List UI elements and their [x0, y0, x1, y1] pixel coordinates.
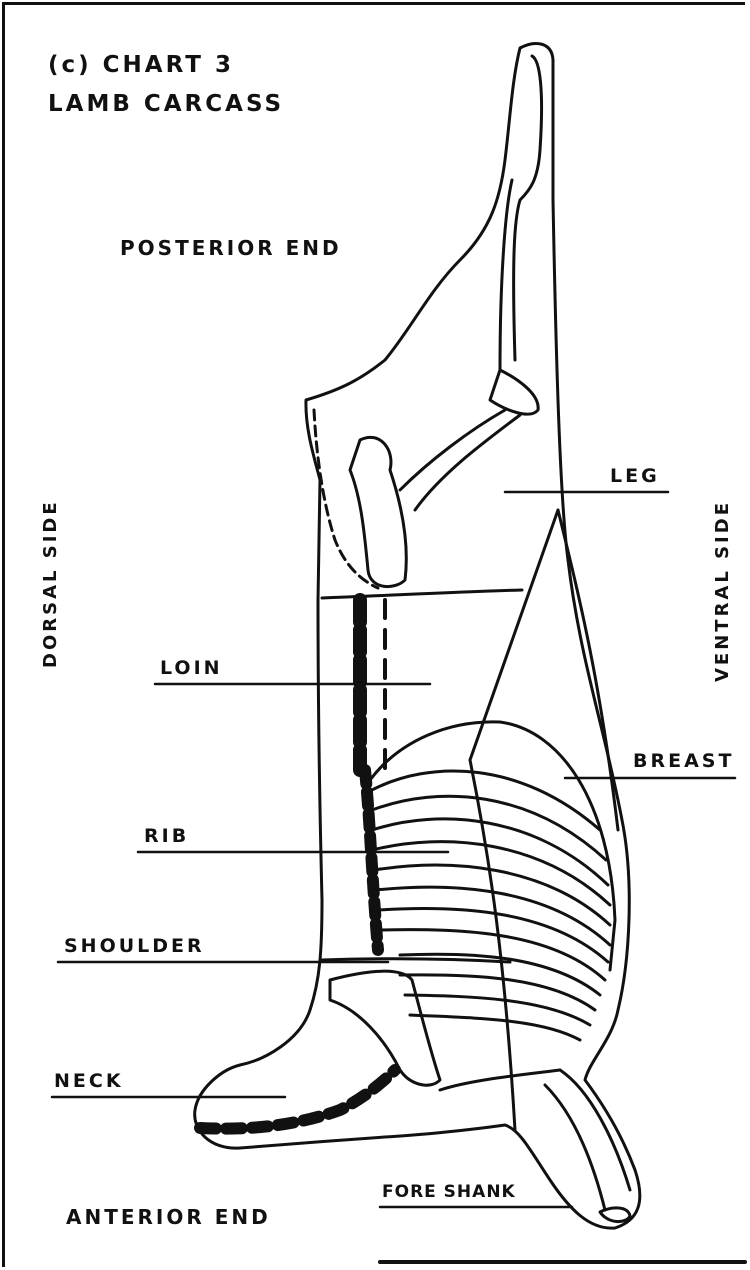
foreleg-hoof	[600, 1208, 630, 1222]
shoulder-blade	[330, 971, 440, 1085]
leg-hock	[490, 370, 538, 414]
neck-vertebrae	[200, 1070, 395, 1129]
cut-label-fore-shank: FORE SHANK	[382, 1182, 516, 1202]
foreleg-ulna	[545, 1085, 605, 1210]
cut-label-neck: NECK	[54, 1070, 124, 1092]
cut-label-loin: LOIN	[160, 657, 223, 679]
carcass-outline	[195, 44, 640, 1229]
pelvis	[350, 437, 406, 586]
rib-12	[410, 1015, 580, 1040]
cut-label-breast: BREAST	[633, 750, 734, 772]
cut-label-leg: LEG	[610, 465, 660, 487]
cut-label-rib: RIB	[144, 825, 189, 847]
foreleg-upper	[440, 1070, 560, 1090]
leg-loin-boundary	[322, 590, 522, 598]
leg-femur	[514, 56, 542, 360]
leg-tibia	[500, 180, 512, 370]
rib-2	[372, 796, 606, 860]
leg-femur-lower	[400, 410, 505, 490]
thoracic-vertebrae	[365, 770, 378, 950]
sternum-line	[470, 760, 515, 1130]
rib-10	[400, 975, 595, 1010]
cut-label-shoulder: SHOULDER	[64, 935, 205, 957]
